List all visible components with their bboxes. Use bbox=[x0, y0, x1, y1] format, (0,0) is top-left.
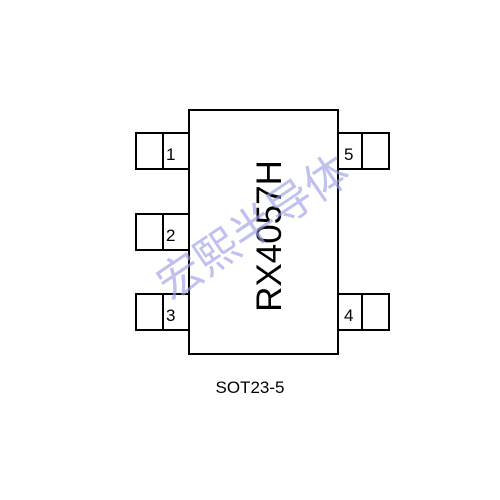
pin-4-label: 4 bbox=[344, 306, 353, 325]
pin-2: 2 bbox=[135, 213, 190, 251]
package-caption: SOT23-5 bbox=[215, 378, 285, 397]
part-number-label: RX4057H bbox=[250, 160, 289, 312]
pin-1-label: 1 bbox=[166, 145, 175, 164]
pin-5: 5 bbox=[337, 132, 390, 170]
pin-2-label: 2 bbox=[166, 226, 175, 245]
pin-1: 1 bbox=[135, 132, 190, 170]
pin-5-lead bbox=[337, 132, 390, 170]
pin-5-label: 5 bbox=[344, 145, 353, 164]
pin-4-lead bbox=[337, 293, 390, 331]
pin-3-label: 3 bbox=[166, 306, 175, 325]
pin-3: 3 bbox=[135, 293, 190, 331]
pin-4: 4 bbox=[337, 293, 390, 331]
